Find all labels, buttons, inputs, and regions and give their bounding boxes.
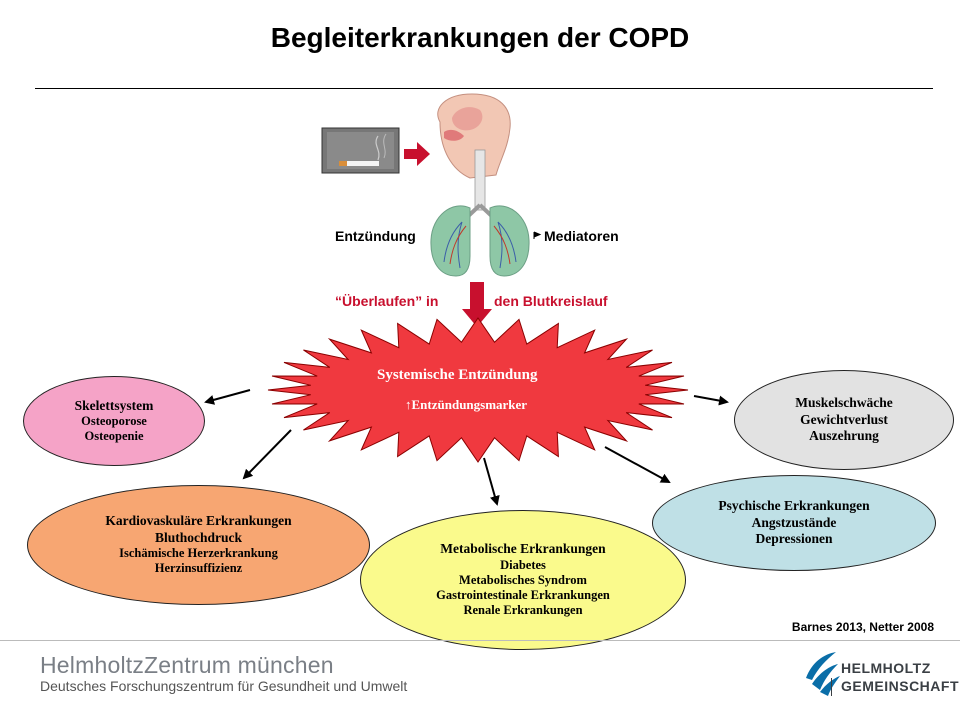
burst-title: Systemische Entzündung <box>377 367 538 383</box>
psych-title: Psychische Erkrankungen <box>718 498 870 514</box>
arrow-to-skelett <box>204 389 251 405</box>
metabol-line-4: Renale Erkrankungen <box>463 603 583 618</box>
metabol-line-2: Metabolisches Syndrom <box>459 572 587 587</box>
kardio-title: Kardiovaskuläre Erkrankungen <box>105 513 292 529</box>
burst-subtitle: ↑Entzündungsmarker <box>405 397 528 412</box>
flag-icon <box>533 231 542 239</box>
helmholtz-gemeinschaft-line-1: HELMHOLTZ <box>841 660 931 676</box>
label-blutkreislauf: den Blutkreislauf <box>494 293 608 309</box>
muskel-line-2: Auszehrung <box>809 428 879 444</box>
label-ueberlaufen: “Überlaufen” in <box>335 293 439 309</box>
psych-line-1: Angstzustände <box>751 514 837 530</box>
muskel-title: Muskelschwäche <box>795 395 893 411</box>
skelett-line-2: Osteopenie <box>84 429 144 444</box>
helmholtz-gemeinschaft-bar <box>831 678 832 696</box>
source-citation: Barnes 2013, Netter 2008 <box>791 620 934 634</box>
respiratory-anatomy-image <box>430 93 530 277</box>
ellipse-psych: Psychische Erkrankungen Angstzustände De… <box>652 475 936 571</box>
muskel-line-1: Gewichtverlust <box>800 411 888 427</box>
smoke-arrow <box>404 142 430 166</box>
helmholtz-zentrum-name: HelmholtzZentrum münchen <box>40 652 334 678</box>
arrow-to-kardio <box>242 429 292 480</box>
slide-title: Begleiterkrankungen der COPD <box>270 22 690 53</box>
metabol-line-3: Gastrointestinale Erkrankungen <box>436 588 610 603</box>
metabol-title: Metabolische Erkrankungen <box>440 541 606 557</box>
cigarette-image <box>321 127 400 174</box>
kardio-line-2: Ischämische Herzerkrankung <box>119 546 278 561</box>
systemic-inflammation-burst <box>267 317 689 463</box>
kardio-line-3: Herzinsuffizienz <box>154 561 243 576</box>
overflow-arrow <box>462 282 492 327</box>
arrow-to-psych <box>604 446 671 483</box>
ellipse-muskel: Muskelschwäche Gewichtverlust Auszehrung <box>734 370 954 470</box>
kardio-line-1: Bluthochdruck <box>154 529 243 545</box>
helmholtz-gemeinschaft-logo <box>806 652 840 696</box>
title-divider <box>35 88 933 89</box>
skelett-title: Skelettsystem <box>74 397 154 413</box>
psych-line-2: Depressionen <box>755 531 833 547</box>
helmholtz-gemeinschaft-line-2: GEMEINSCHAFT <box>841 678 959 694</box>
helmholtz-zentrum-subtitle: Deutsches Forschungszentrum für Gesundhe… <box>40 678 408 694</box>
label-mediatoren: Mediatoren <box>544 228 619 244</box>
skelett-line-1: Osteoporose <box>81 413 147 428</box>
footer-divider <box>0 640 960 641</box>
ellipse-kardio: Kardiovaskuläre Erkrankungen Bluthochdru… <box>27 485 370 605</box>
ellipse-metabol: Metabolische Erkrankungen Diabetes Metab… <box>360 510 686 650</box>
ellipse-skelett: Skelettsystem Osteoporose Osteopenie <box>23 376 205 466</box>
arrow-to-muskel <box>693 395 729 406</box>
arrow-to-metabol <box>483 457 500 506</box>
metabol-line-1: Diabetes <box>500 557 546 572</box>
label-entzuendung: Entzündung <box>335 228 416 244</box>
